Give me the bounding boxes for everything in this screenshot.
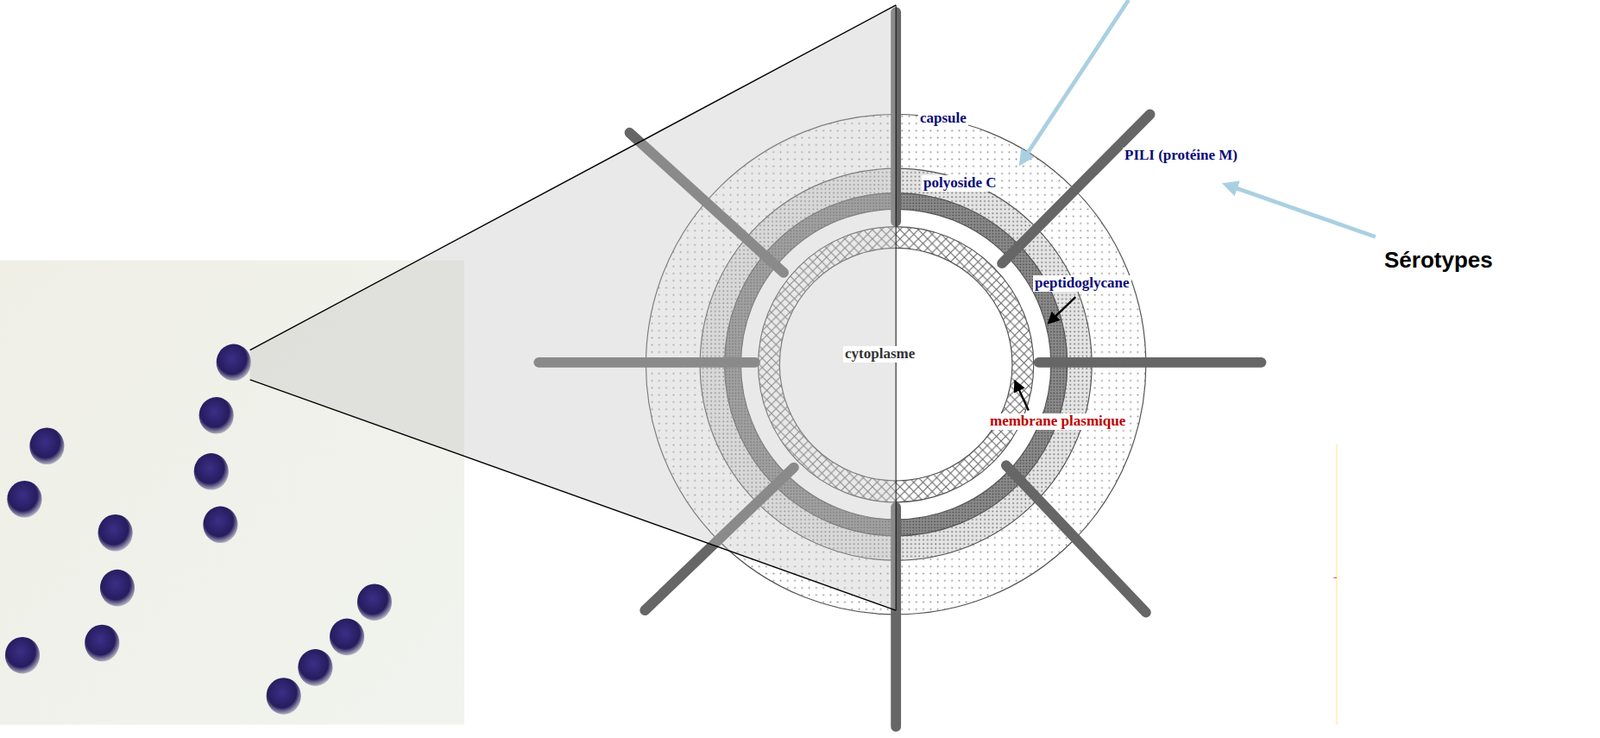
pili-label: PILI (protéine M) xyxy=(1122,147,1240,164)
margin-line xyxy=(1333,443,1337,725)
zoom-callout xyxy=(250,5,896,611)
leader-arrows xyxy=(1014,296,1076,410)
peptidoglycan-label: peptidoglycane xyxy=(1033,275,1132,292)
cytoplasm-label: cytoplasme xyxy=(843,346,917,363)
membrane-label: membrane plasmique xyxy=(988,413,1128,430)
serotype-label: Sérotypes xyxy=(1382,247,1495,273)
capsule-label: capsule xyxy=(918,110,969,127)
polyoside-label: polyoside C xyxy=(921,175,999,192)
serotype-arrows xyxy=(1023,0,1376,237)
